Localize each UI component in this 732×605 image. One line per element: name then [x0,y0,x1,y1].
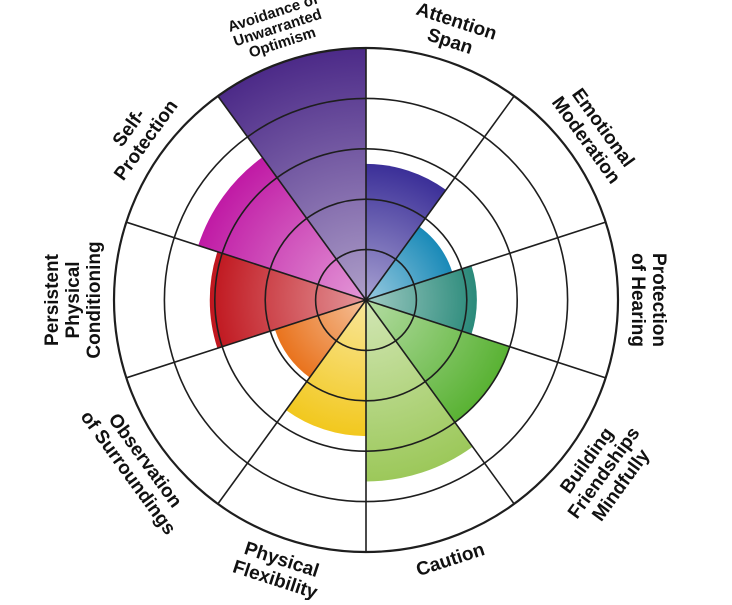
grid-spoke [217,95,367,301]
grid-layer [112,46,620,554]
grid-spoke [126,299,367,379]
sector-caution [366,300,473,482]
grid-spoke [365,299,606,379]
category-label-line: Conditioning [84,241,105,358]
category-label-line: Persistent [42,253,63,346]
category-label-line: of Hearing [627,253,648,347]
category-label-line: Physical [63,261,84,338]
sector-emotional-moderation [366,226,453,300]
category-label-line: Protection [648,253,669,347]
category-label-self-protection: Self-Protection [109,96,183,184]
sector-observation-of-surroundings [274,300,366,378]
grid-spoke [365,221,606,301]
sector-building-friendships-mindfully [366,300,510,423]
grid-spoke [126,221,367,301]
grid-spoke [365,299,515,505]
sector-persistent-physical-conditioning [209,251,366,349]
sector-physical-flexibility [286,300,366,437]
sectors-layer [198,48,510,482]
sector-attention-span [366,163,446,300]
sector-self-protection [198,157,366,300]
sector-protection-of-hearing [366,265,477,335]
grid-spoke [217,299,367,505]
sector-avoidance-of-unwarranted-optimism [217,48,366,300]
grid-spoke [365,95,515,301]
